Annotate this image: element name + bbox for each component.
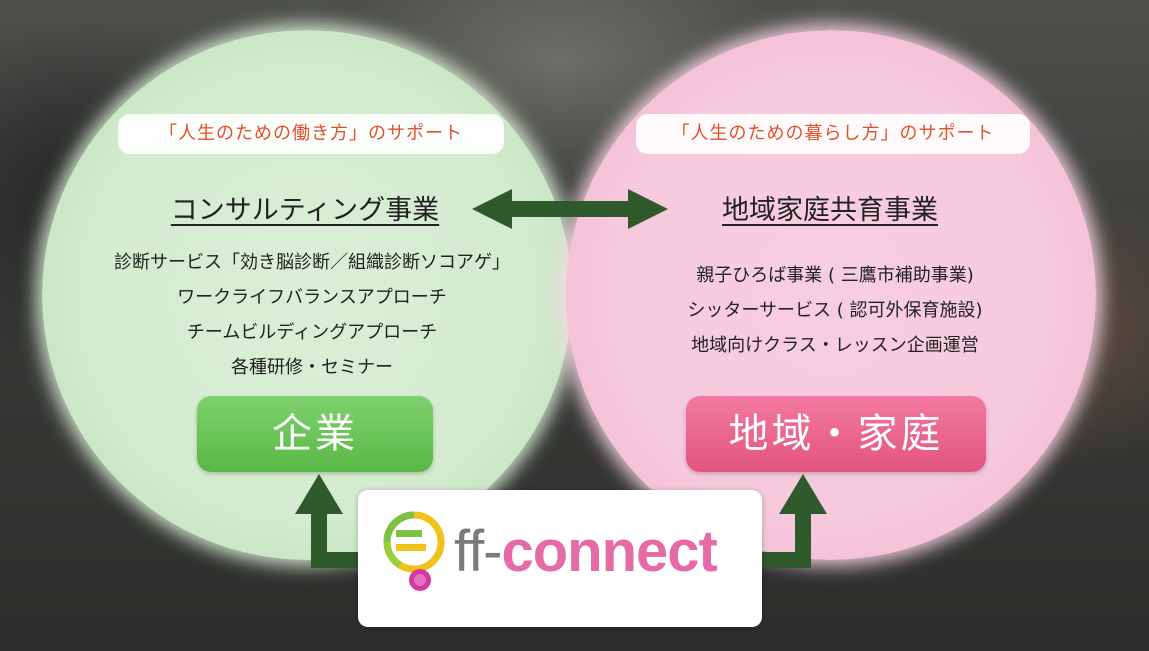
logo-main: connect bbox=[501, 519, 718, 584]
ff-connect-logo-box: ff-connect bbox=[358, 490, 762, 627]
list-item: チームビルディングアプローチ bbox=[186, 322, 438, 343]
community-services-list: 親子ひろば事業 ( 三鷹市補助事業) シッターサービス ( 認可外保育施設) 地… bbox=[625, 258, 1045, 363]
list-item: 地域向けクラス・レッスン企画運営 bbox=[691, 335, 979, 356]
community-family-tag: 地域・家庭 bbox=[686, 396, 986, 472]
up-arrow-left-icon bbox=[295, 474, 360, 568]
double-arrow-icon bbox=[472, 189, 668, 229]
left-tagline: 「人生のための働き方」のサポート bbox=[118, 114, 504, 154]
community-title: 地域家庭共育事業 bbox=[722, 195, 938, 226]
consulting-services-list: 診断サービス「効き脳診断／組織診断ソコアゲ」 ワークライフバランスアプローチ チ… bbox=[92, 245, 532, 385]
logo-prefix: ff- bbox=[454, 519, 502, 584]
ff-connect-logo-mark bbox=[383, 511, 445, 591]
list-item: ワークライフバランスアプローチ bbox=[177, 287, 447, 308]
company-tag: 企業 bbox=[197, 396, 433, 472]
list-item: シッターサービス ( 認可外保育施設) bbox=[687, 300, 983, 321]
right-tagline: 「人生のための暮らし方」のサポート bbox=[636, 114, 1030, 154]
consulting-title: コンサルティング事業 bbox=[170, 195, 440, 226]
list-item: 診断サービス「効き脳診断／組織診断ソコアゲ」 bbox=[114, 252, 510, 273]
list-item: 各種研修・セミナー bbox=[231, 357, 393, 378]
ff-connect-logo-text: ff-connect bbox=[454, 518, 718, 585]
up-arrow-right-icon bbox=[762, 474, 827, 568]
list-item: 親子ひろば事業 ( 三鷹市補助事業) bbox=[696, 265, 974, 286]
